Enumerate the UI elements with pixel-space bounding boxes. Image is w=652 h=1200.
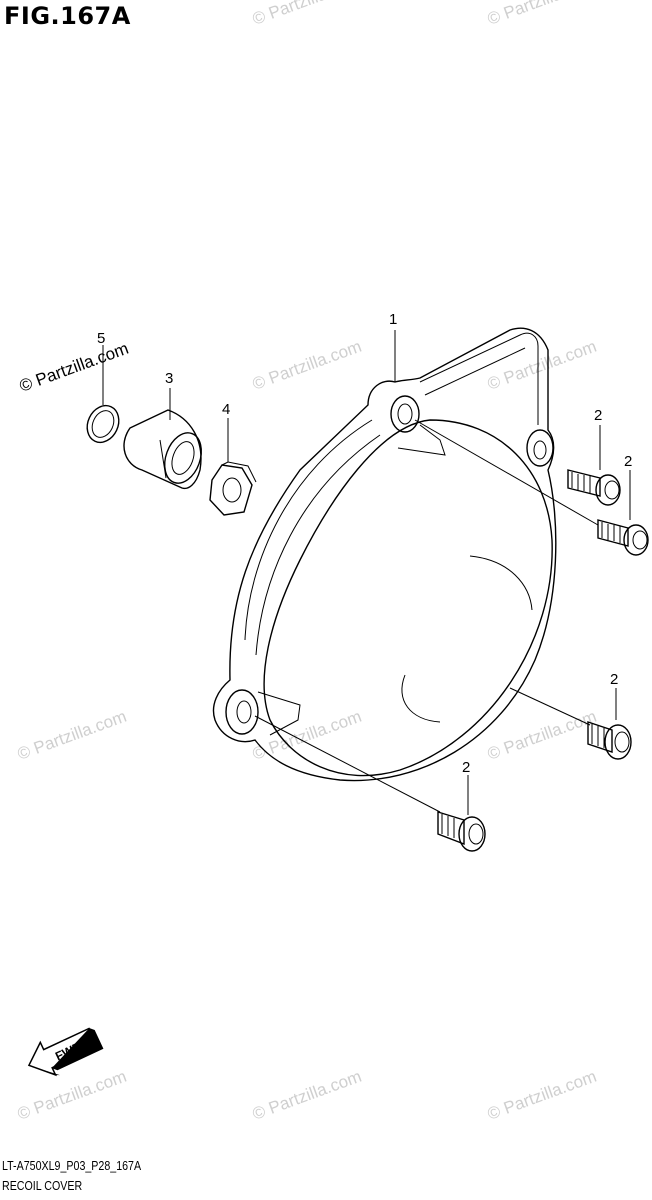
watermark: © Partzilla.com <box>250 1067 364 1124</box>
leader-lines <box>102 330 631 815</box>
figure-code: LT-A750XL9_P03_P28_167A <box>2 1158 142 1173</box>
watermark: © Partzilla.com <box>250 707 364 764</box>
watermark: © Partzilla.com <box>15 707 129 764</box>
watermark: © Partzilla.com <box>250 337 364 394</box>
callout-2: 2 <box>624 453 632 470</box>
nut <box>209 461 257 516</box>
callout-2: 2 <box>610 671 618 688</box>
bolt-upper-2 <box>597 519 649 556</box>
fwd-arrow: FWD <box>27 1027 104 1077</box>
figure-name: RECOIL COVER <box>2 1178 83 1193</box>
watermark: © Partzilla.com <box>485 707 599 764</box>
watermark: © Partzilla.com <box>15 1067 129 1124</box>
callout-4: 4 <box>222 401 230 418</box>
callout-2: 2 <box>594 407 602 424</box>
watermark: © Partzilla.com <box>485 337 599 394</box>
watermark: © Partzilla.com <box>485 1067 599 1124</box>
watermarks: © Partzilla.com © Partzilla.com © Partzi… <box>15 0 599 1124</box>
o-ring <box>86 404 120 444</box>
bolt-lower <box>437 811 486 852</box>
callouts: 1 2 2 2 2 3 4 5 <box>97 311 632 776</box>
callout-5: 5 <box>97 330 105 347</box>
watermark: © Partzilla.com <box>485 0 599 29</box>
callout-1: 1 <box>389 311 397 328</box>
figure-title: FIG.167A <box>4 2 131 30</box>
bolt-upper-1 <box>567 469 621 506</box>
watermark: © Partzilla.com <box>250 0 364 29</box>
bolt-right <box>587 721 632 760</box>
bushing <box>123 409 202 490</box>
recoil-cover <box>212 327 557 782</box>
watermark-dark: © Partzilla.com <box>17 339 131 396</box>
callout-3: 3 <box>165 370 173 387</box>
callout-2: 2 <box>462 759 470 776</box>
